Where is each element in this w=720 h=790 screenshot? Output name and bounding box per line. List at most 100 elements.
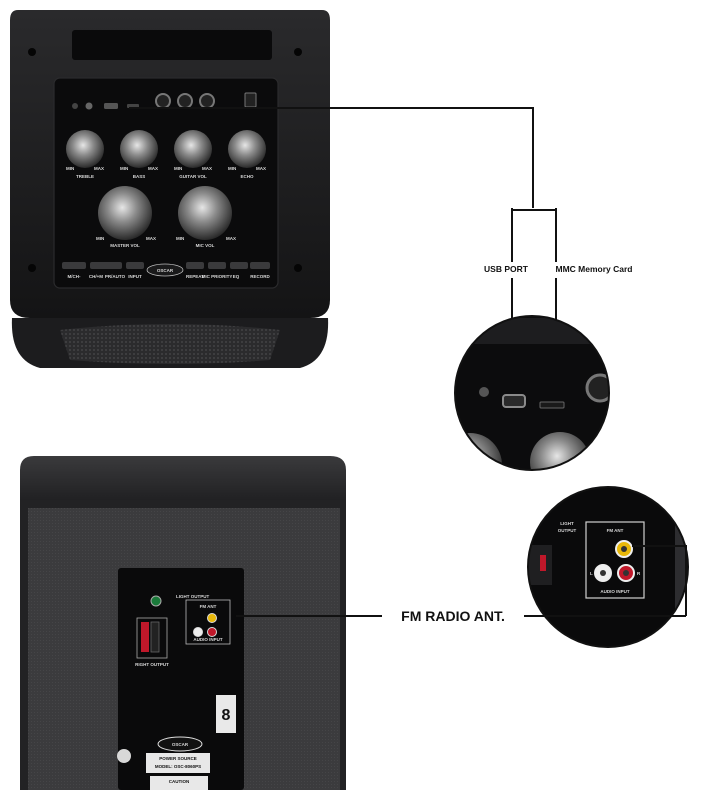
- callout-lines-fm: [236, 545, 687, 617]
- power-switch: [244, 92, 257, 108]
- min-label: MIN: [176, 236, 184, 241]
- aux-jack: [72, 103, 78, 109]
- max-label: MAX: [226, 236, 236, 241]
- button-chm: [90, 262, 108, 269]
- label-repeat: REPEAT: [186, 274, 204, 279]
- button-record: [250, 262, 270, 269]
- label-master-vol: MASTER VOL: [110, 243, 140, 248]
- guitar-jack: [199, 93, 215, 109]
- button-mch: [62, 262, 86, 269]
- power-source-plate: [146, 753, 210, 773]
- control-panel: [53, 77, 279, 289]
- label-treble: TREBLE: [76, 174, 94, 179]
- button-repeat: [186, 262, 204, 269]
- zoom-light-output-2: OUTPUT: [558, 528, 577, 533]
- rear-top-edge: [20, 456, 346, 505]
- rear-caution: CAUTION: [169, 779, 190, 784]
- min-label: MIN: [120, 166, 128, 171]
- rear-connector-panel: [118, 568, 244, 790]
- info-sticker: [216, 695, 236, 733]
- brand-badge: [146, 263, 184, 277]
- knob-bass: [120, 130, 158, 168]
- mic-jack: [177, 93, 193, 109]
- label-chm: CH/+M: [89, 274, 103, 279]
- fm-audio-box: [185, 599, 231, 645]
- screw: [294, 48, 302, 56]
- label-echo: ECHO: [240, 174, 254, 179]
- label-mmc-card: MMC Memory Card: [556, 264, 633, 274]
- audio-in-left-jack: [193, 627, 203, 637]
- big-knob-row: MASTER VOL MIC VOL MIN MAX MIN MAX: [96, 186, 236, 248]
- rear-audio-input: AUDIO INPUT: [193, 637, 223, 642]
- audio-in-right-jack: [207, 627, 217, 637]
- zoom-knob: [530, 432, 590, 470]
- speaker-terminal-frame: [136, 617, 168, 659]
- button-input: [126, 262, 144, 269]
- zoom-circle-usb: [454, 315, 610, 471]
- fm-ant-jack: [207, 613, 217, 623]
- zoom-right-label: R: [637, 571, 641, 576]
- callout-fm-hook: [632, 545, 687, 616]
- min-label: MIN: [96, 236, 104, 241]
- speaker-rear-view: LIGHT OUTPUT RIGHT OUTPUT FM ANT AUDIO I…: [20, 456, 346, 790]
- label-input: INPUT: [128, 274, 142, 279]
- rear-screw: [117, 749, 131, 763]
- rear-light-output: LIGHT OUTPUT: [176, 594, 209, 599]
- label-fm-radio-ant: FM RADIO ANT.: [401, 608, 505, 624]
- label-mch: M/CH-: [68, 274, 81, 279]
- zoom-mic-jack: [585, 373, 609, 403]
- max-label: MAX: [148, 166, 158, 171]
- label-eq: EQ: [233, 274, 240, 279]
- screw: [294, 264, 302, 272]
- mic-jack: [155, 93, 171, 109]
- caution-plate: [150, 776, 208, 790]
- min-label: MIN: [174, 166, 182, 171]
- label-usb-port: USB PORT: [484, 264, 529, 274]
- zoom-circle-fm: LIGHT OUTPUT FM ANT L R AUDIO INPUT: [527, 486, 689, 648]
- knob-master-vol: [98, 186, 152, 240]
- speaker-top-view: TREBLE BASS GUITAR VOL ECHO MIN MAX MIN …: [10, 10, 330, 368]
- button-mic-priority: [208, 262, 226, 269]
- knob-treble: [66, 130, 104, 168]
- button-prauto: [104, 262, 122, 269]
- zoom-aux-jack: [479, 387, 489, 397]
- min-label: MIN: [228, 166, 236, 171]
- label-record: RECORD: [250, 274, 270, 279]
- zoom-knob: [455, 433, 502, 470]
- headphone-jack: [85, 102, 93, 110]
- zoom-terminal-area: [528, 545, 552, 585]
- max-label: MAX: [256, 166, 266, 171]
- max-label: MAX: [202, 166, 212, 171]
- zoom-fm-ant-label: FM ANT: [607, 528, 624, 533]
- max-label: MAX: [94, 166, 104, 171]
- speaker-terminal-red: [141, 622, 149, 652]
- zoom-usb-port: [502, 394, 526, 408]
- label-bass: BASS: [133, 174, 146, 179]
- knob-echo: [228, 130, 266, 168]
- callout-line-main: [129, 107, 534, 208]
- rear-right-output: RIGHT OUTPUT: [135, 662, 169, 667]
- label-mic-priority: MIC PRIORITY: [202, 274, 233, 279]
- zoom-light-output-1: LIGHT: [560, 521, 574, 526]
- zoom-left-label: L: [590, 571, 593, 576]
- rear-model: MODEL: OSC-8060PS: [155, 764, 201, 769]
- rear-power-source: POWER SOURCE: [159, 756, 197, 761]
- brand-logo-text: OSCAR: [157, 268, 174, 273]
- button-eq: [230, 262, 248, 269]
- zoom-grille-edge: [675, 500, 688, 647]
- knob-guitar-vol: [174, 130, 212, 168]
- max-label: MAX: [146, 236, 156, 241]
- handle-slot: [72, 30, 272, 60]
- knob-row: TREBLE BASS GUITAR VOL ECHO MIN MAX MIN …: [66, 130, 266, 179]
- label-mic-vol: MIC VOL: [196, 243, 215, 248]
- min-label: MIN: [66, 166, 74, 171]
- label-guitar-vol: GUITAR VOL: [179, 174, 207, 179]
- speaker-terminal-black: [150, 621, 160, 653]
- screw: [28, 48, 36, 56]
- rear-brand-badge: [157, 736, 203, 752]
- rear-fm-ant: FM ANT: [200, 604, 217, 609]
- screw: [28, 264, 36, 272]
- usb-port: [104, 103, 118, 109]
